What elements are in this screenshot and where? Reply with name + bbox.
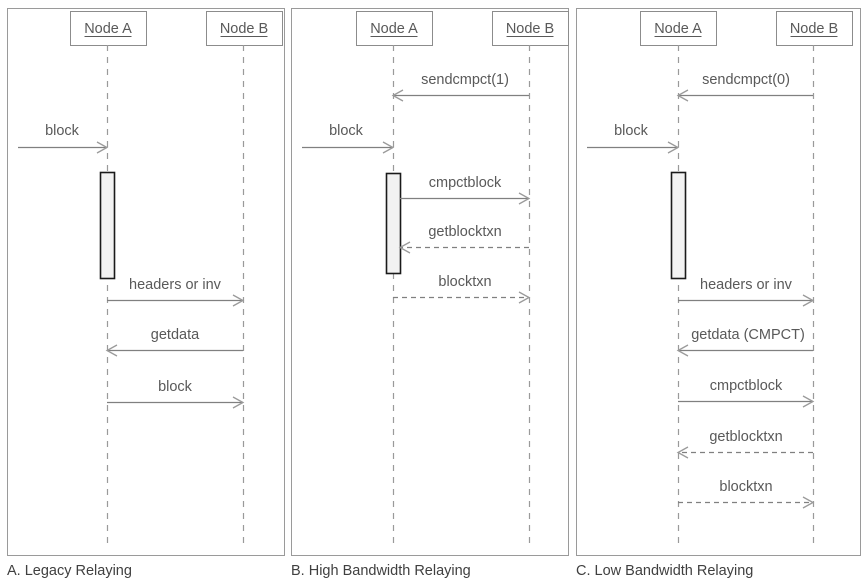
actor-box-node-b[interactable] bbox=[206, 11, 283, 46]
msg-b-sendcmpct-arrowhead-icon bbox=[391, 89, 404, 102]
msg-b-block-in-label: block bbox=[329, 123, 364, 139]
actor-box-node-b[interactable] bbox=[776, 11, 853, 46]
msg-a-headers-or-inv-arrowhead-icon bbox=[232, 294, 245, 307]
msg-b-blocktxn-label: blocktxn bbox=[438, 274, 491, 290]
panel-caption-panel-b: B. High Bandwidth Relaying bbox=[291, 563, 471, 579]
msg-c-getdata-cmpct-label: getdata (CMPCT) bbox=[691, 327, 805, 343]
msg-a-block-out[interactable]: block bbox=[107, 379, 245, 409]
msg-c-getblocktxn-arrowhead-icon bbox=[676, 446, 689, 459]
actor-label-node-b: Node B bbox=[790, 21, 838, 37]
actor-box-node-a[interactable] bbox=[356, 11, 433, 46]
msg-c-cmpctblock[interactable]: cmpctblock bbox=[678, 378, 815, 408]
panel-caption-panel-a: A. Legacy Relaying bbox=[7, 563, 132, 579]
panel-caption-panel-c: C. Low Bandwidth Relaying bbox=[576, 563, 753, 579]
msg-c-getdata-cmpct-arrowhead-icon bbox=[676, 344, 689, 357]
panel-frame bbox=[7, 8, 285, 556]
msg-b-block-in-arrowhead-icon bbox=[382, 141, 395, 154]
activation-node-a[interactable] bbox=[670, 171, 687, 280]
actor-label-node-b: Node B bbox=[220, 21, 268, 37]
msg-c-blocktxn-arrowhead-icon bbox=[802, 496, 815, 509]
msg-a-block-in[interactable]: block bbox=[18, 123, 109, 154]
msg-a-headers-or-inv-label: headers or inv bbox=[129, 277, 222, 293]
msg-a-getdata-arrowhead-icon bbox=[105, 344, 118, 357]
msg-c-block-in-arrowhead-icon bbox=[667, 141, 680, 154]
actor-box-node-a[interactable] bbox=[640, 11, 717, 46]
msg-c-getdata-cmpct[interactable]: getdata (CMPCT) bbox=[676, 327, 813, 357]
msg-b-cmpctblock[interactable]: cmpctblock bbox=[400, 175, 531, 205]
sequence-panel-panel-a: Node A Node B block headers or inv getdata bl… bbox=[7, 8, 285, 556]
msg-b-cmpctblock-arrowhead-icon bbox=[518, 192, 531, 205]
msg-a-block-out-arrowhead-icon bbox=[232, 396, 245, 409]
msg-a-block-in-arrowhead-icon bbox=[96, 141, 109, 154]
msg-b-cmpctblock-label: cmpctblock bbox=[429, 175, 502, 191]
msg-c-headers-or-inv-label: headers or inv bbox=[700, 277, 793, 293]
msg-c-block-in[interactable]: block bbox=[587, 123, 680, 154]
activation-node-a[interactable] bbox=[99, 171, 116, 280]
msg-c-getblocktxn[interactable]: getblocktxn bbox=[676, 429, 813, 459]
panel-frame bbox=[576, 8, 861, 556]
msg-b-blocktxn-arrowhead-icon bbox=[518, 291, 531, 304]
sequence-panel-panel-b: Node A Node B sendcmpct(1) block cmpctblock g… bbox=[291, 8, 569, 556]
msg-c-headers-or-inv-arrowhead-icon bbox=[802, 294, 815, 307]
msg-a-block-out-label: block bbox=[158, 379, 193, 395]
actor-box-node-a[interactable] bbox=[70, 11, 147, 46]
actor-label-node-a: Node A bbox=[84, 21, 132, 37]
msg-c-blocktxn-label: blocktxn bbox=[719, 479, 772, 495]
msg-a-getdata-label: getdata bbox=[151, 327, 200, 343]
panel-frame bbox=[291, 8, 569, 556]
msg-b-getblocktxn-label: getblocktxn bbox=[428, 224, 501, 240]
activation-node-a[interactable] bbox=[385, 172, 402, 275]
msg-c-sendcmpct[interactable]: sendcmpct(0) bbox=[676, 72, 813, 102]
msg-c-getblocktxn-label: getblocktxn bbox=[709, 429, 782, 445]
sequence-panel-panel-c: Node A Node B sendcmpct(0) block headers or … bbox=[576, 8, 861, 556]
actor-label-node-b: Node B bbox=[506, 21, 554, 37]
msg-c-blocktxn[interactable]: blocktxn bbox=[678, 479, 815, 509]
msg-a-block-in-label: block bbox=[45, 123, 80, 139]
msg-b-block-in[interactable]: block bbox=[302, 123, 395, 154]
msg-a-getdata[interactable]: getdata bbox=[105, 327, 243, 357]
msg-c-sendcmpct-arrowhead-icon bbox=[676, 89, 689, 102]
msg-c-cmpctblock-label: cmpctblock bbox=[710, 378, 783, 394]
msg-a-headers-or-inv[interactable]: headers or inv bbox=[107, 277, 245, 307]
msg-b-sendcmpct-label: sendcmpct(1) bbox=[421, 72, 509, 88]
msg-b-getblocktxn-arrowhead-icon bbox=[398, 241, 411, 254]
actor-box-node-b[interactable] bbox=[492, 11, 569, 46]
msg-c-block-in-label: block bbox=[614, 123, 649, 139]
actor-label-node-a: Node A bbox=[370, 21, 418, 37]
msg-b-getblocktxn[interactable]: getblocktxn bbox=[398, 224, 529, 254]
msg-c-sendcmpct-label: sendcmpct(0) bbox=[702, 72, 790, 88]
msg-b-sendcmpct[interactable]: sendcmpct(1) bbox=[391, 72, 529, 102]
msg-c-cmpctblock-arrowhead-icon bbox=[802, 395, 815, 408]
actor-label-node-a: Node A bbox=[654, 21, 702, 37]
msg-b-blocktxn[interactable]: blocktxn bbox=[393, 274, 531, 304]
msg-c-headers-or-inv[interactable]: headers or inv bbox=[678, 277, 815, 307]
